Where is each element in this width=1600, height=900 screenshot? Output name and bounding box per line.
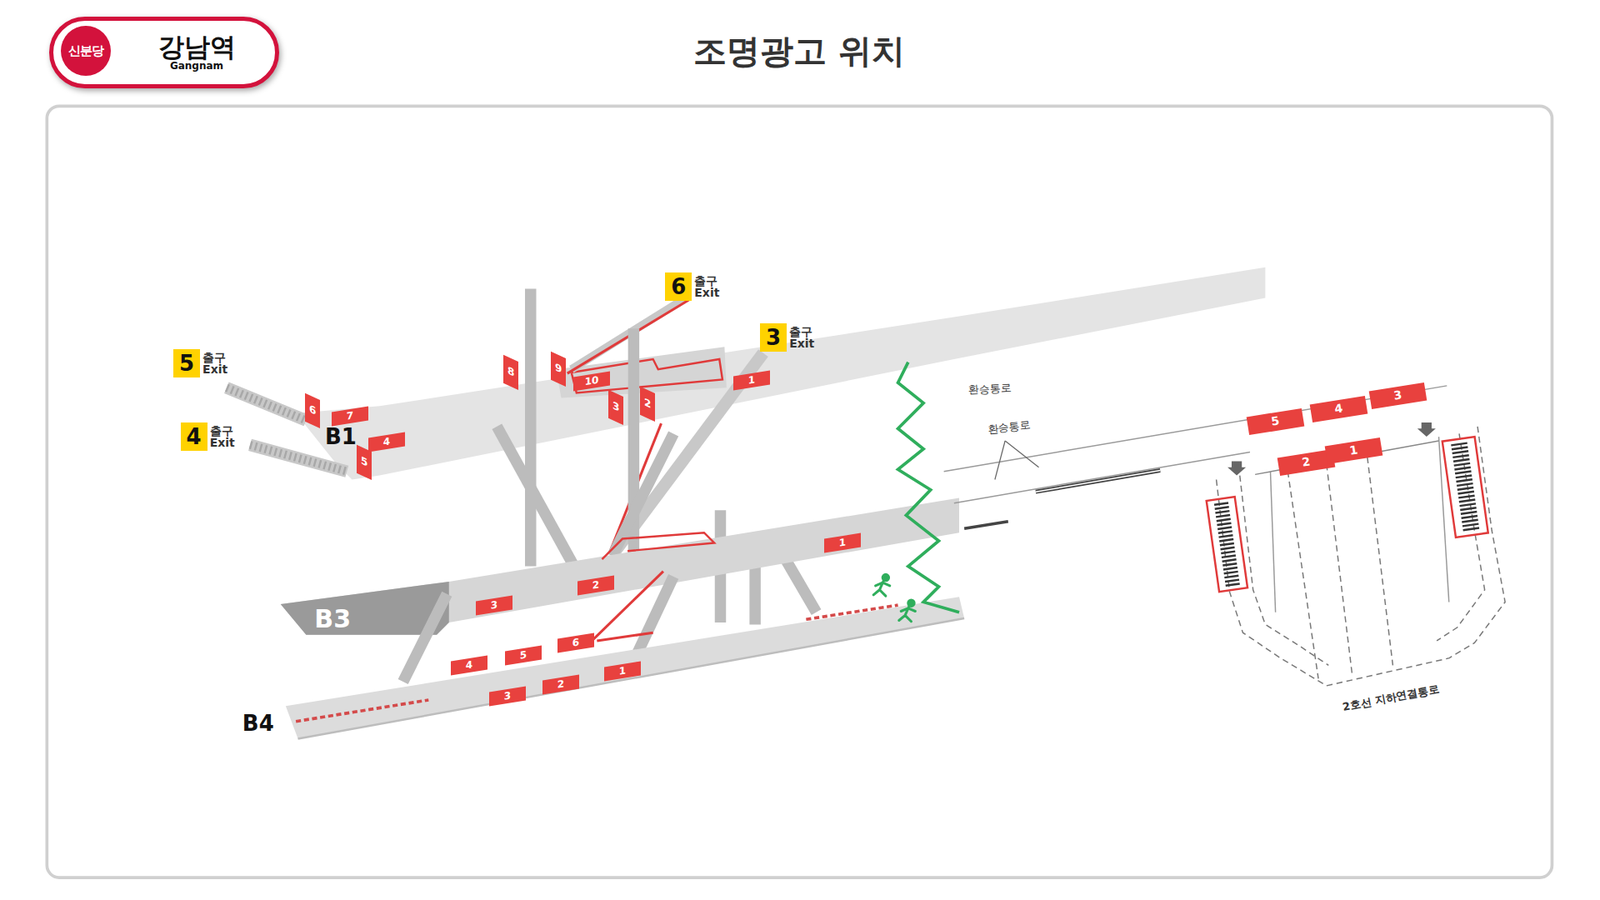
plan-lane [1287, 471, 1319, 680]
escalator-steps [1220, 502, 1233, 585]
ad-route [601, 532, 715, 560]
level-label: B1 [325, 425, 357, 450]
text-wrap: 3출구 Exit [760, 323, 815, 352]
ad-route [571, 359, 723, 393]
pillar [403, 594, 448, 682]
stair-steps [226, 387, 307, 420]
node-text: 3 [503, 690, 510, 703]
escalator [1442, 436, 1489, 538]
escalator [1206, 496, 1248, 592]
node-text: 7 [346, 410, 354, 423]
node-text: 5 [173, 349, 200, 378]
node-text: 4 [465, 659, 473, 672]
b3-block [280, 581, 450, 635]
escalator-ad [1206, 496, 1248, 592]
moving-walk [964, 521, 1009, 530]
text-wrap: 강남역Gangnam [123, 20, 270, 85]
node-text: 4 [383, 435, 390, 449]
icon-body [873, 580, 890, 596]
node-subtext: 출구 Exit [789, 325, 815, 350]
leader-line [995, 440, 1005, 480]
node-text: 10 [585, 375, 600, 389]
node-text: 5 [1270, 414, 1281, 429]
stair-steps [250, 445, 347, 472]
text-wrap: 신분당 [60, 25, 111, 76]
exit-marker: 4출구 Exit [180, 422, 235, 451]
node-text: 2 [557, 678, 565, 691]
escalator-steps [1459, 443, 1472, 531]
node-text: 1 [748, 374, 755, 387]
exit-icon [873, 574, 915, 621]
node-text: 6 [309, 404, 316, 419]
text-wrap: 4출구 Exit [180, 422, 235, 451]
page-title: 조명광고 위치 [693, 28, 905, 75]
node-text: 2 [644, 396, 651, 411]
node-text: 2 [1300, 455, 1311, 470]
pillar [783, 555, 816, 612]
plan-lane [1326, 464, 1353, 674]
plan-wall [1439, 436, 1450, 602]
node-text: 3 [490, 599, 497, 612]
level-label: B3 [314, 605, 351, 633]
node-subtext: Gangnam [170, 60, 224, 72]
pillar [525, 289, 536, 567]
area-label: 환승통로 [965, 380, 1015, 397]
corridor-wall [954, 451, 1250, 503]
train [805, 605, 898, 620]
node-text: 3 [760, 323, 787, 352]
icon-body [899, 605, 916, 621]
train [295, 700, 429, 722]
station-badge: 강남역Gangnam 신분당 [49, 16, 280, 89]
exit-marker: 5출구 Exit [173, 349, 228, 378]
moving-walk [1035, 470, 1160, 492]
node-text: 강남역 [158, 33, 236, 61]
level-label: B4 [242, 711, 275, 736]
escalator-ad [1442, 436, 1489, 538]
node-text: 5 [520, 649, 527, 662]
node-text: 2 [592, 580, 600, 593]
ad-route [596, 632, 653, 641]
leader-line [1005, 440, 1039, 468]
node-subtext: 출구 Exit [202, 351, 228, 375]
exit-marker: 6출구 Exit [665, 272, 720, 301]
node-text: 3 [1393, 389, 1404, 404]
plan-outline [1240, 475, 1330, 666]
plan-wall [1270, 471, 1275, 613]
node-text: 5 [360, 455, 368, 470]
evacuation-route [898, 362, 960, 613]
node-text: 신분당 [68, 43, 104, 60]
direction-arrow [1227, 460, 1246, 475]
node-text: 1 [619, 665, 626, 678]
b1-concourse [295, 267, 1265, 480]
text-wrap: 6출구 Exit [665, 272, 720, 301]
node-text: 9 [555, 362, 562, 377]
node-text: 1 [1349, 444, 1360, 459]
node-subtext: 출구 Exit [694, 275, 720, 299]
node-subtext: 출구 Exit [210, 425, 235, 449]
exit-stair [226, 387, 307, 420]
direction-arrow [1417, 422, 1436, 437]
moving-walk [1035, 470, 1160, 492]
exit-marker: 3출구 Exit [760, 323, 815, 352]
plan-outline [1449, 426, 1505, 659]
platform-edge [298, 618, 965, 739]
b4-platform [285, 596, 965, 739]
exit-stair [250, 445, 347, 472]
platform-plan [1216, 426, 1506, 686]
node-text: 6 [571, 636, 579, 650]
node-text: 6 [665, 272, 692, 301]
panel-frame [46, 105, 1552, 878]
node-text: 4 [1333, 402, 1344, 417]
node-text: 1 [839, 536, 846, 550]
node-text: 8 [507, 365, 515, 380]
pillar [496, 426, 584, 585]
plan-lane [1367, 457, 1394, 666]
line-badge: 신분당 [60, 25, 111, 76]
text-wrap: 5출구 Exit [173, 349, 228, 378]
plan-outline [1326, 658, 1450, 686]
node-text: 3 [612, 400, 620, 415]
node-text: 4 [180, 422, 208, 451]
